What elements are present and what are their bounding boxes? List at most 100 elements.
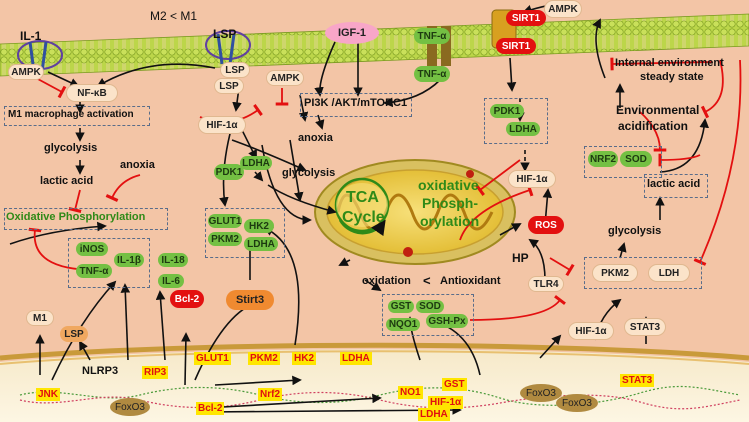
pkm2-center-node: PKM2: [208, 232, 242, 246]
il6-node: IL-6: [158, 274, 184, 288]
foxo3-node-a: FoxO3: [520, 384, 562, 402]
ampk-top-node: AMPK: [544, 0, 582, 18]
jnk-gene: JNK: [36, 388, 61, 401]
stat3-gene: STAT3: [620, 374, 655, 387]
m1-activation-box: [4, 106, 150, 126]
sirt1-node: SIRT1: [496, 38, 536, 54]
antioxidant-enzymes-box: [382, 294, 474, 336]
igf1-node: IGF-1: [325, 22, 379, 44]
foxo3-left-node: FoxO3: [110, 398, 150, 416]
cycle-label: Cycle: [342, 209, 385, 226]
nfkb-node: NF-κB: [66, 84, 118, 102]
pkm2-ldh-box: [584, 257, 702, 289]
pi3k-box: [300, 93, 412, 117]
hif1a-center-node: HIF-1α: [198, 116, 246, 134]
rip3-gene: RIP3: [142, 366, 169, 379]
pdk1-right-node: PDK1: [490, 104, 524, 118]
il18-node: IL-18: [158, 253, 188, 267]
gst-center-node: GST: [388, 300, 414, 313]
m2-m1-ratio: M2 < M1: [150, 9, 198, 23]
ldh-node: LDH: [648, 264, 690, 282]
ldha-box-node: LDHA: [244, 237, 278, 251]
glycolytic-enzymes-box: [205, 208, 285, 258]
tnf-receptor: [427, 26, 451, 66]
il1-label: IL-1: [20, 29, 42, 43]
sod-right-node: SOD: [620, 151, 652, 167]
lsp-left-node: LSP: [60, 326, 88, 342]
ampk-left-node: AMPK: [8, 64, 44, 80]
glut1-node: GLUT1: [208, 214, 242, 228]
hif1a-lower-node: HIF-1α: [568, 322, 614, 340]
tnf-receptor-node: TNF-α: [414, 28, 450, 44]
tca-cycle-shape: [336, 183, 388, 227]
lsp-receptor-label: LSP: [213, 27, 237, 41]
nrf2-right-node: NRF2: [588, 151, 618, 167]
lsp-receptor: [205, 30, 251, 65]
stirt3-node: Stirt3: [226, 290, 274, 310]
oxidative-label: oxidative: [418, 177, 479, 193]
bcl2-node: Bcl-2: [170, 290, 204, 308]
anoxia-center-label: anoxia: [298, 132, 333, 144]
ros-node: ROS: [528, 216, 564, 234]
oxidation-label: oxidation: [362, 275, 411, 287]
internal-environment-label: Internal environment: [615, 57, 724, 69]
glut1-gene: GLUT1: [194, 352, 231, 365]
inos-node: iNOS: [76, 242, 108, 256]
antioxidant-label: Antioxidant: [440, 275, 501, 287]
nqo1-node: NQO1: [386, 318, 420, 331]
glycolysis-right-label: glycolysis: [608, 225, 662, 237]
lsp-node-b: LSP: [214, 78, 244, 94]
foxo3-node-b: FoxO3: [556, 394, 598, 412]
ldha-right-node: LDHA: [506, 122, 540, 136]
gst-gene: GST: [442, 378, 467, 391]
ldha-center-node: LDHA: [240, 156, 272, 170]
stat3-node: STAT3: [624, 318, 666, 336]
sod-center-node: SOD: [416, 300, 444, 313]
orylation-label: orylation: [420, 213, 480, 229]
hif1a-right-node: HIF-1α: [508, 170, 556, 188]
oxphos-label: Oxidative Phosphorylation: [6, 211, 146, 223]
hp-label: HP: [512, 251, 529, 265]
tnf-ligand-node: TNF-α: [414, 66, 450, 82]
lsp-node-a: LSP: [220, 62, 250, 78]
ldha-gene: LDHA: [340, 352, 372, 365]
nrf2-sod-box: [584, 146, 662, 178]
m1-activation-label: M1 macrophage activation: [8, 109, 134, 120]
glycolysis-center-label: glycolysis: [282, 167, 336, 179]
tnf-cytokine-node: TNF-α: [76, 264, 112, 278]
glycolysis-left-label: glycolysis: [44, 142, 98, 154]
environmental-label: Environmental: [616, 103, 700, 117]
pi3k-akt-mtorc1-label: PI3K /AKT/mTORC1: [304, 97, 408, 109]
il1b-node: IL-1β: [114, 253, 144, 267]
tca-label: TCA: [346, 189, 379, 206]
hif1a-gene: HIF-1α: [428, 396, 464, 409]
pkm2-gene: PKM2: [248, 352, 280, 365]
ampk-center-node: AMPK: [266, 70, 304, 86]
pdk1-ldha-box: [484, 98, 548, 144]
oxphos-box: [4, 208, 168, 230]
steady-state-label: steady state: [640, 71, 704, 83]
activation-arrows: [9, 2, 710, 415]
lactic-acid-right-box: [644, 174, 708, 198]
gshpx-node: GSH-Px: [426, 314, 468, 328]
no1-gene: NO1: [398, 386, 423, 399]
hk2-gene: HK2: [292, 352, 317, 365]
acidification-label: acidification: [618, 119, 689, 133]
m1-node: M1: [26, 310, 54, 326]
lactic-acid-right-label: lactic acid: [647, 178, 701, 190]
sirt1-channel-node: SIRT1: [506, 10, 546, 26]
pkm2-right-node: PKM2: [592, 264, 638, 282]
tlr4-node: TLR4: [528, 276, 564, 292]
phosph-label: Phosph-: [422, 195, 478, 211]
pdk1-center-node: PDK1: [214, 164, 244, 180]
lactic-acid-left-label: lactic acid: [40, 175, 94, 187]
nlrp3-label: NLRP3: [82, 365, 119, 377]
cytokine-box: [68, 238, 150, 288]
ldha-gene-2: LDHA: [418, 408, 450, 421]
hk2-node: HK2: [244, 219, 274, 233]
nrf2-gene: Nrf2: [258, 388, 283, 401]
anoxia-left-label: anoxia: [120, 159, 155, 171]
less-than-sign: <: [423, 273, 431, 288]
